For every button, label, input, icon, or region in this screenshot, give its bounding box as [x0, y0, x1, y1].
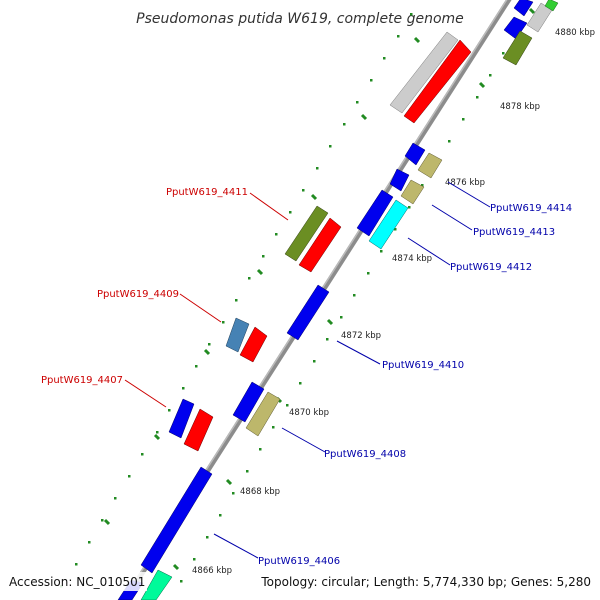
footer-accession-bg — [6, 572, 147, 591]
map-title: Pseudomonas putida W619, complete genome — [136, 11, 464, 27]
cds-4412-cyan[interactable] — [368, 199, 409, 250]
tick-label-4878: 4878 kbp — [500, 102, 540, 112]
gene-label-4407[interactable]: PputW619_4407 — [41, 375, 123, 386]
cds-4407-red[interactable] — [183, 408, 214, 452]
cds-4409-red[interactable] — [239, 326, 268, 363]
tick-label-4872: 4872 kbp — [341, 331, 381, 341]
cds-4414-blue[interactable] — [404, 142, 426, 166]
footer-summary-bg — [256, 572, 594, 591]
dot-track-outer-right — [180, 30, 519, 583]
gene-label-4410[interactable]: PputW619_4410 — [382, 360, 464, 371]
kbp-tick-marks — [103, 7, 536, 571]
dot-track-outer-left — [60, 13, 413, 588]
cds-green-bottom[interactable] — [140, 569, 173, 600]
footer-summary: Topology: circular; Length: 5,774,330 bp… — [260, 575, 591, 589]
cds-4408-blue[interactable] — [232, 381, 265, 423]
tick-label-4874: 4874 kbp — [392, 254, 432, 264]
tick-label-4880: 4880 kbp — [555, 28, 595, 38]
gene-label-4414[interactable]: PputW619_4414 — [490, 203, 572, 214]
cds-top-green[interactable] — [544, 0, 559, 12]
cds-red-top[interactable] — [403, 39, 472, 124]
cds-4414-khaki[interactable] — [417, 152, 443, 179]
gene-label-4411[interactable]: PputW619_4411 — [166, 187, 248, 198]
cds-4406-blue[interactable] — [140, 466, 213, 574]
cds-4413-khaki[interactable] — [400, 179, 425, 205]
cds-4407-blue[interactable] — [168, 398, 195, 439]
gene-label-4413[interactable]: PputW619_4413 — [473, 227, 555, 238]
cds-4412-blue[interactable] — [356, 189, 394, 237]
label-leaders — [124, 181, 491, 559]
cds-4409-steel[interactable] — [225, 317, 250, 353]
cds-top-blue-2[interactable] — [513, 0, 534, 17]
cds-top-olive[interactable] — [502, 30, 533, 66]
tick-label-4868: 4868 kbp — [240, 487, 280, 497]
tick-label-4866: 4866 kbp — [192, 566, 232, 576]
gene-label-4412[interactable]: PputW619_4412 — [450, 262, 532, 273]
cds-4410-blue[interactable] — [286, 284, 330, 341]
gene-label-4406[interactable]: PputW619_4406 — [258, 556, 340, 567]
cds-4408-khaki[interactable] — [245, 391, 281, 437]
footer-accession: Accession: NC_010501 — [9, 575, 145, 589]
cds-4413-blue[interactable] — [389, 168, 410, 192]
cds-4411-red[interactable] — [298, 217, 342, 273]
tick-label-4870: 4870 kbp — [289, 408, 329, 418]
gene-label-4409[interactable]: PputW619_4409 — [97, 289, 179, 300]
cds-gray-top[interactable] — [389, 31, 459, 114]
tick-label-4876: 4876 kbp — [445, 178, 485, 188]
cds-top-blue-1[interactable] — [503, 16, 528, 40]
gene-label-4408[interactable]: PputW619_4408 — [324, 449, 406, 460]
cds-4411-olive[interactable] — [284, 205, 329, 262]
